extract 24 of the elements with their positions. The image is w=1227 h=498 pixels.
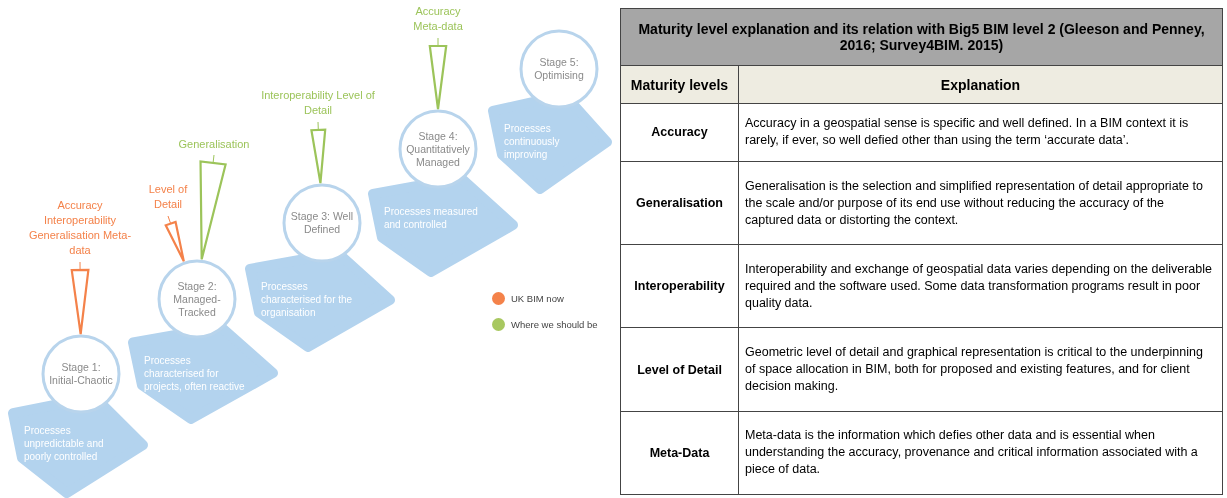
stage-annotation: Accuracy Interoperability Generalisation Meta-data [28,198,132,260]
legend-text: Where we should be [511,319,598,330]
stage-annotation: Accuracy Meta-data [400,4,476,36]
column-header: Explanation [738,65,1223,104]
table-cell: Interoperability [620,244,739,328]
table-cell: Level of Detail [620,327,739,412]
table-cell: Generalisation is the selection and simplified representation of detail appropriate to the scale and/or purpose of its end use without reducing the accuracy of the captured data or distorting the context. [738,161,1223,245]
table-cell: Accuracy in a geospatial sense is specific and well defined. In a BIM context it is rarely, if ever, so well defied other than using the term ‘accurate data’. [738,103,1223,162]
pointer-arrow [428,37,448,111]
table-cell: Interoperability and exchange of geospatial data varies depending on the deliverable required and the software used. Some data transformation programs result in poor quality data. [738,244,1223,328]
stage-annotation: Level of Detail [146,182,190,214]
table-title: Maturity level explanation and its relation with Big5 BIM level 2 (Gleeson and Penney, 2016; Survey4BIM. 2015) [620,8,1223,66]
legend-text: UK BIM now [511,293,564,304]
table-cell: Generalisation [620,161,739,245]
pointer-arrow [310,121,327,185]
column-header: Maturity levels [620,65,739,104]
table-cell: Accuracy [620,103,739,162]
stage-annotation: Generalisation [172,137,256,153]
table-cell: Meta-Data [620,411,739,495]
table-cell: Meta-data is the information which defies other data and is essential when understanding the accuracy, provenance and critical information associated with a piece of data. [738,411,1223,495]
pointer-arrow [199,154,227,261]
pointer-arrow [70,261,90,336]
pointer-arrow [164,215,185,263]
table-cell: Geometric level of detail and graphical representation is critical to the underpinning of space allocation in BIM, both for proposed and existing features, and for client decision making. [738,327,1223,412]
